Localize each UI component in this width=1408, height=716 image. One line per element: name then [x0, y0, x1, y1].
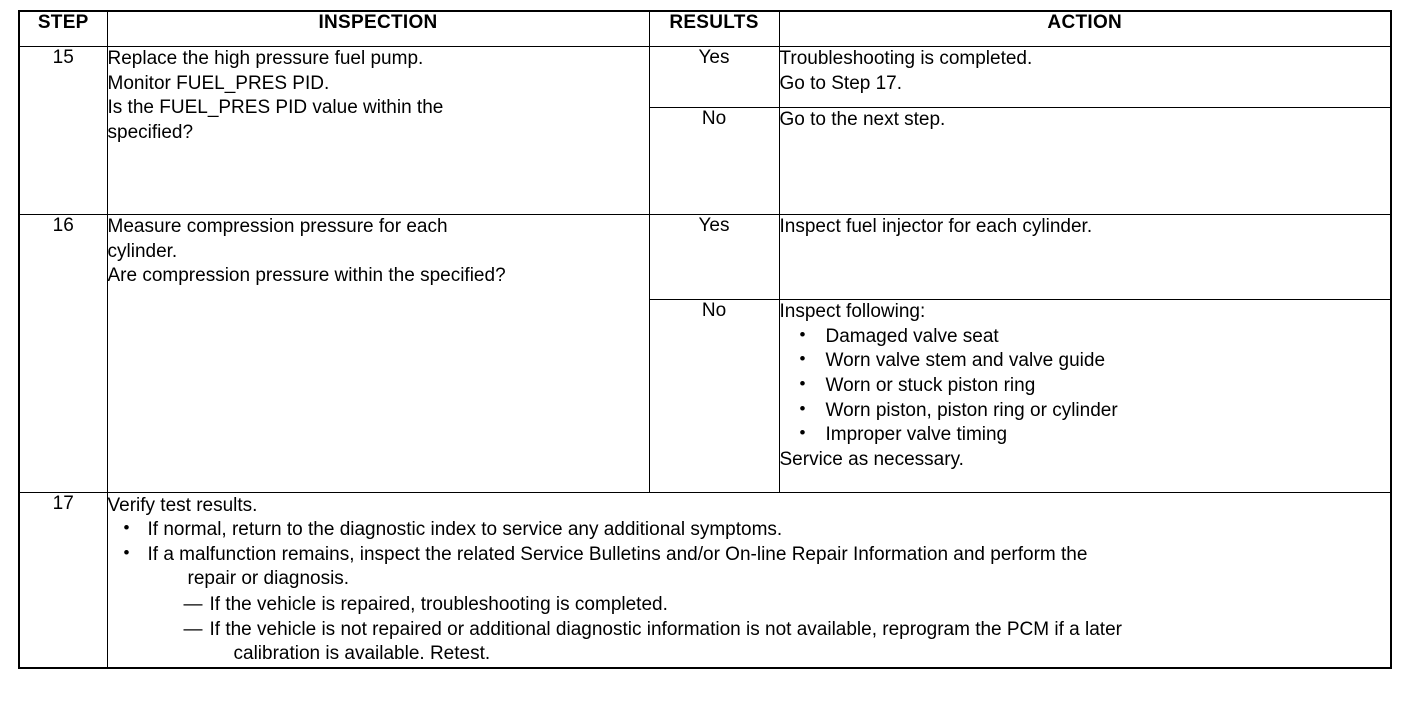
inspection-cell-16: Measure compression pressure for each cy…	[106, 214, 650, 493]
header-row: STEP INSPECTION RESULTS ACTION	[18, 10, 1392, 47]
inspection-line: Monitor FUEL_PRES PID.	[107, 72, 330, 94]
list-item: Worn valve stem and valve guide	[780, 348, 1391, 374]
column-header-results: RESULTS	[648, 10, 780, 47]
table-row: 15 Replace the high pressure fuel pump. …	[18, 46, 1392, 215]
action-line: Troubleshooting is completed.	[779, 48, 1033, 69]
result-cell-no: No	[648, 107, 780, 215]
step-number-17: 17	[18, 491, 108, 669]
column-header-step: STEP	[18, 10, 108, 47]
inspection-line: Measure compression pressure for each	[107, 216, 448, 237]
sub-list-item: If the vehicle is repaired, troubleshoot…	[148, 592, 1391, 617]
list-item: If normal, return to the diagnostic inde…	[108, 517, 1391, 543]
column-header-inspection: INSPECTION	[106, 10, 650, 47]
final-lead-line: Verify test results.	[107, 495, 258, 516]
list-item: Worn or stuck piston ring	[780, 373, 1391, 399]
table-row: 16 Measure compression pressure for each…	[18, 214, 1392, 493]
action-tail-line: Service as necessary.	[779, 449, 964, 471]
table-row: 17 Verify test results. If normal, retur…	[18, 491, 1392, 669]
final-bullet-list: If normal, return to the diagnostic inde…	[108, 517, 1391, 667]
table-body: 15 Replace the high pressure fuel pump. …	[18, 46, 1392, 669]
list-item: Damaged valve seat	[780, 324, 1391, 350]
table-row: No Inspect following: Damaged valve seat…	[19, 299, 1392, 493]
inspection-line: specified?	[107, 122, 194, 144]
column-header-action: ACTION	[778, 10, 1392, 47]
action-line: Go to Step 17.	[779, 72, 903, 94]
inspection-cell-15: Replace the high pressure fuel pump. Mon…	[106, 46, 650, 215]
inspection-line: Replace the high pressure fuel pump.	[107, 48, 424, 69]
result-cell-yes: Yes	[648, 214, 780, 300]
step-number-16: 16	[18, 214, 108, 493]
list-item-continuation: repair or diagnosis.	[187, 568, 350, 590]
action-line: Inspect fuel injector for each cylinder.	[779, 216, 1093, 237]
table-header: STEP INSPECTION RESULTS ACTION	[18, 10, 1392, 47]
sub-list-item-continuation: calibration is available. Retest.	[233, 643, 491, 665]
inspection-line: Are compression pressure within the spec…	[107, 265, 506, 287]
action-cell-yes: Troubleshooting is completed. Go to Step…	[778, 46, 1392, 108]
action-cell-no: Inspect following: Damaged valve seat Wo…	[778, 299, 1392, 493]
action-bullet-list: Damaged valve seat Worn valve stem and v…	[780, 324, 1391, 448]
final-instructions-cell: Verify test results. If normal, return t…	[106, 491, 1392, 669]
list-item: Improper valve timing	[780, 422, 1391, 448]
action-line: Go to the next step.	[779, 109, 946, 130]
list-item: Worn piston, piston ring or cylinder	[780, 398, 1391, 424]
step-number-15: 15	[18, 46, 108, 215]
action-lead-line: Inspect following:	[779, 301, 926, 322]
action-cell-yes: Inspect fuel injector for each cylinder.	[778, 214, 1392, 300]
action-cell-no: Go to the next step.	[778, 107, 1392, 215]
list-item-text: If normal, return to the diagnostic inde…	[147, 519, 783, 541]
inspection-line: cylinder.	[107, 240, 178, 262]
result-cell-no: No	[648, 299, 780, 493]
list-item-text: If a malfunction remains, inspect the re…	[147, 543, 1088, 565]
sub-list-item: If the vehicle is not repaired or additi…	[148, 617, 1391, 642]
list-item: If a malfunction remains, inspect the re…	[108, 542, 1391, 667]
table-row: No Go to the next step.	[19, 107, 1392, 215]
inspection-line: Is the FUEL_PRES PID value within the	[107, 97, 444, 119]
troubleshooting-table: STEP INSPECTION RESULTS ACTION 15 Replac…	[18, 10, 1392, 669]
result-cell-yes: Yes	[648, 46, 780, 108]
